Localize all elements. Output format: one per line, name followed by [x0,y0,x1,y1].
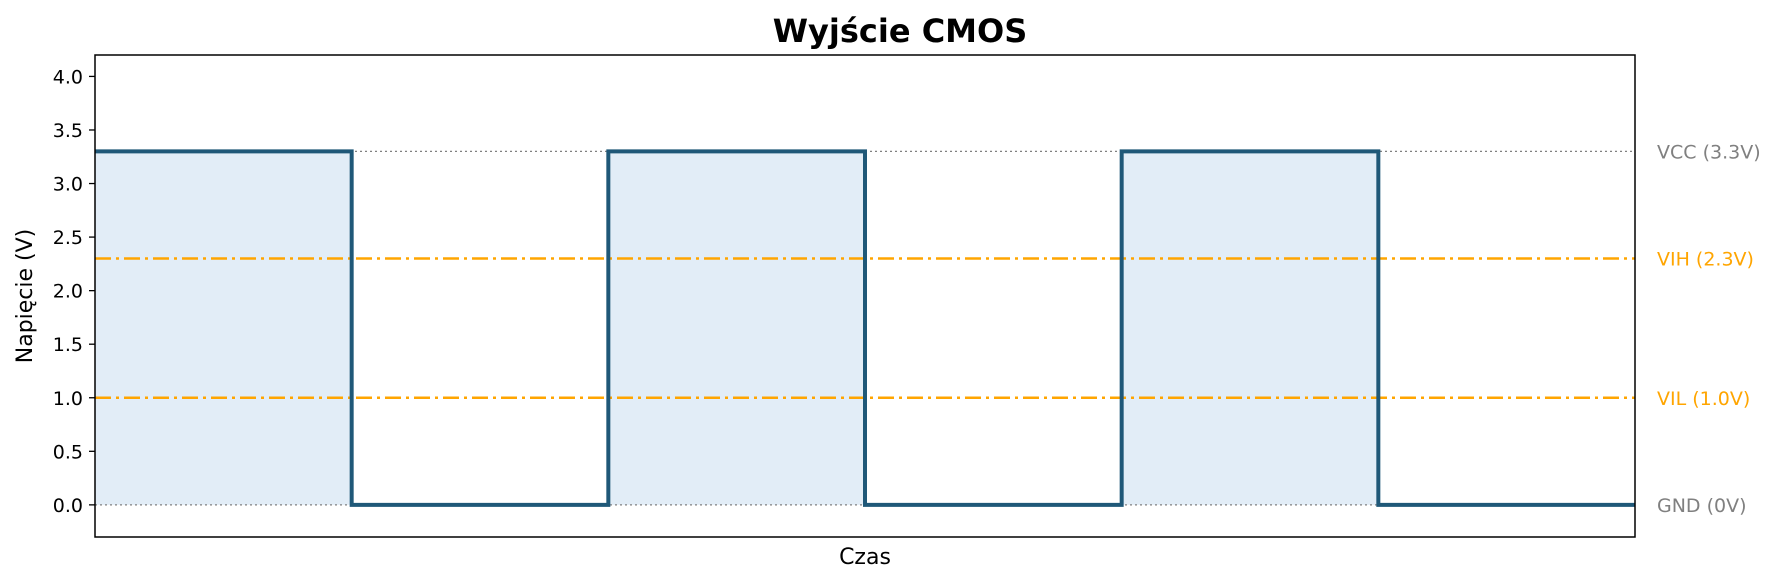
reference-labels: VCC (3.3V) VIH (2.3V) VIL (1.0V) GND (0V) [1657,141,1761,516]
y-tick-label-2: 1.0 [53,388,83,410]
reference-label-0: VCC (3.3V) [1657,141,1761,163]
y-tick-label-8: 4.0 [53,66,83,88]
y-tick-label-6: 3.0 [53,174,83,196]
y-axis: 0.0 0.5 1.0 1.5 2.0 2.5 3.0 3.5 4.0 [53,66,95,517]
y-tick-label-1: 0.5 [53,441,83,463]
signal-line [95,149,1635,507]
y-tick-label-7: 3.5 [53,120,83,142]
y-tick-label-5: 2.5 [53,227,83,249]
y-tick-label-3: 1.5 [53,334,83,356]
reference-label-1: VIH (2.3V) [1657,249,1754,271]
y-axis-label: Napięcie (V) [13,229,38,364]
y-tick-label-4: 2.0 [53,281,83,303]
reference-label-3: GND (0V) [1657,495,1747,517]
reference-label-2: VIL (1.0V) [1657,388,1750,410]
y-tick-label-0: 0.0 [53,495,83,517]
plot-frame [94,54,1636,538]
x-axis-label: Czas [839,545,891,570]
chart-title: Wyjście CMOS [773,12,1028,50]
plot-area [95,149,1635,507]
